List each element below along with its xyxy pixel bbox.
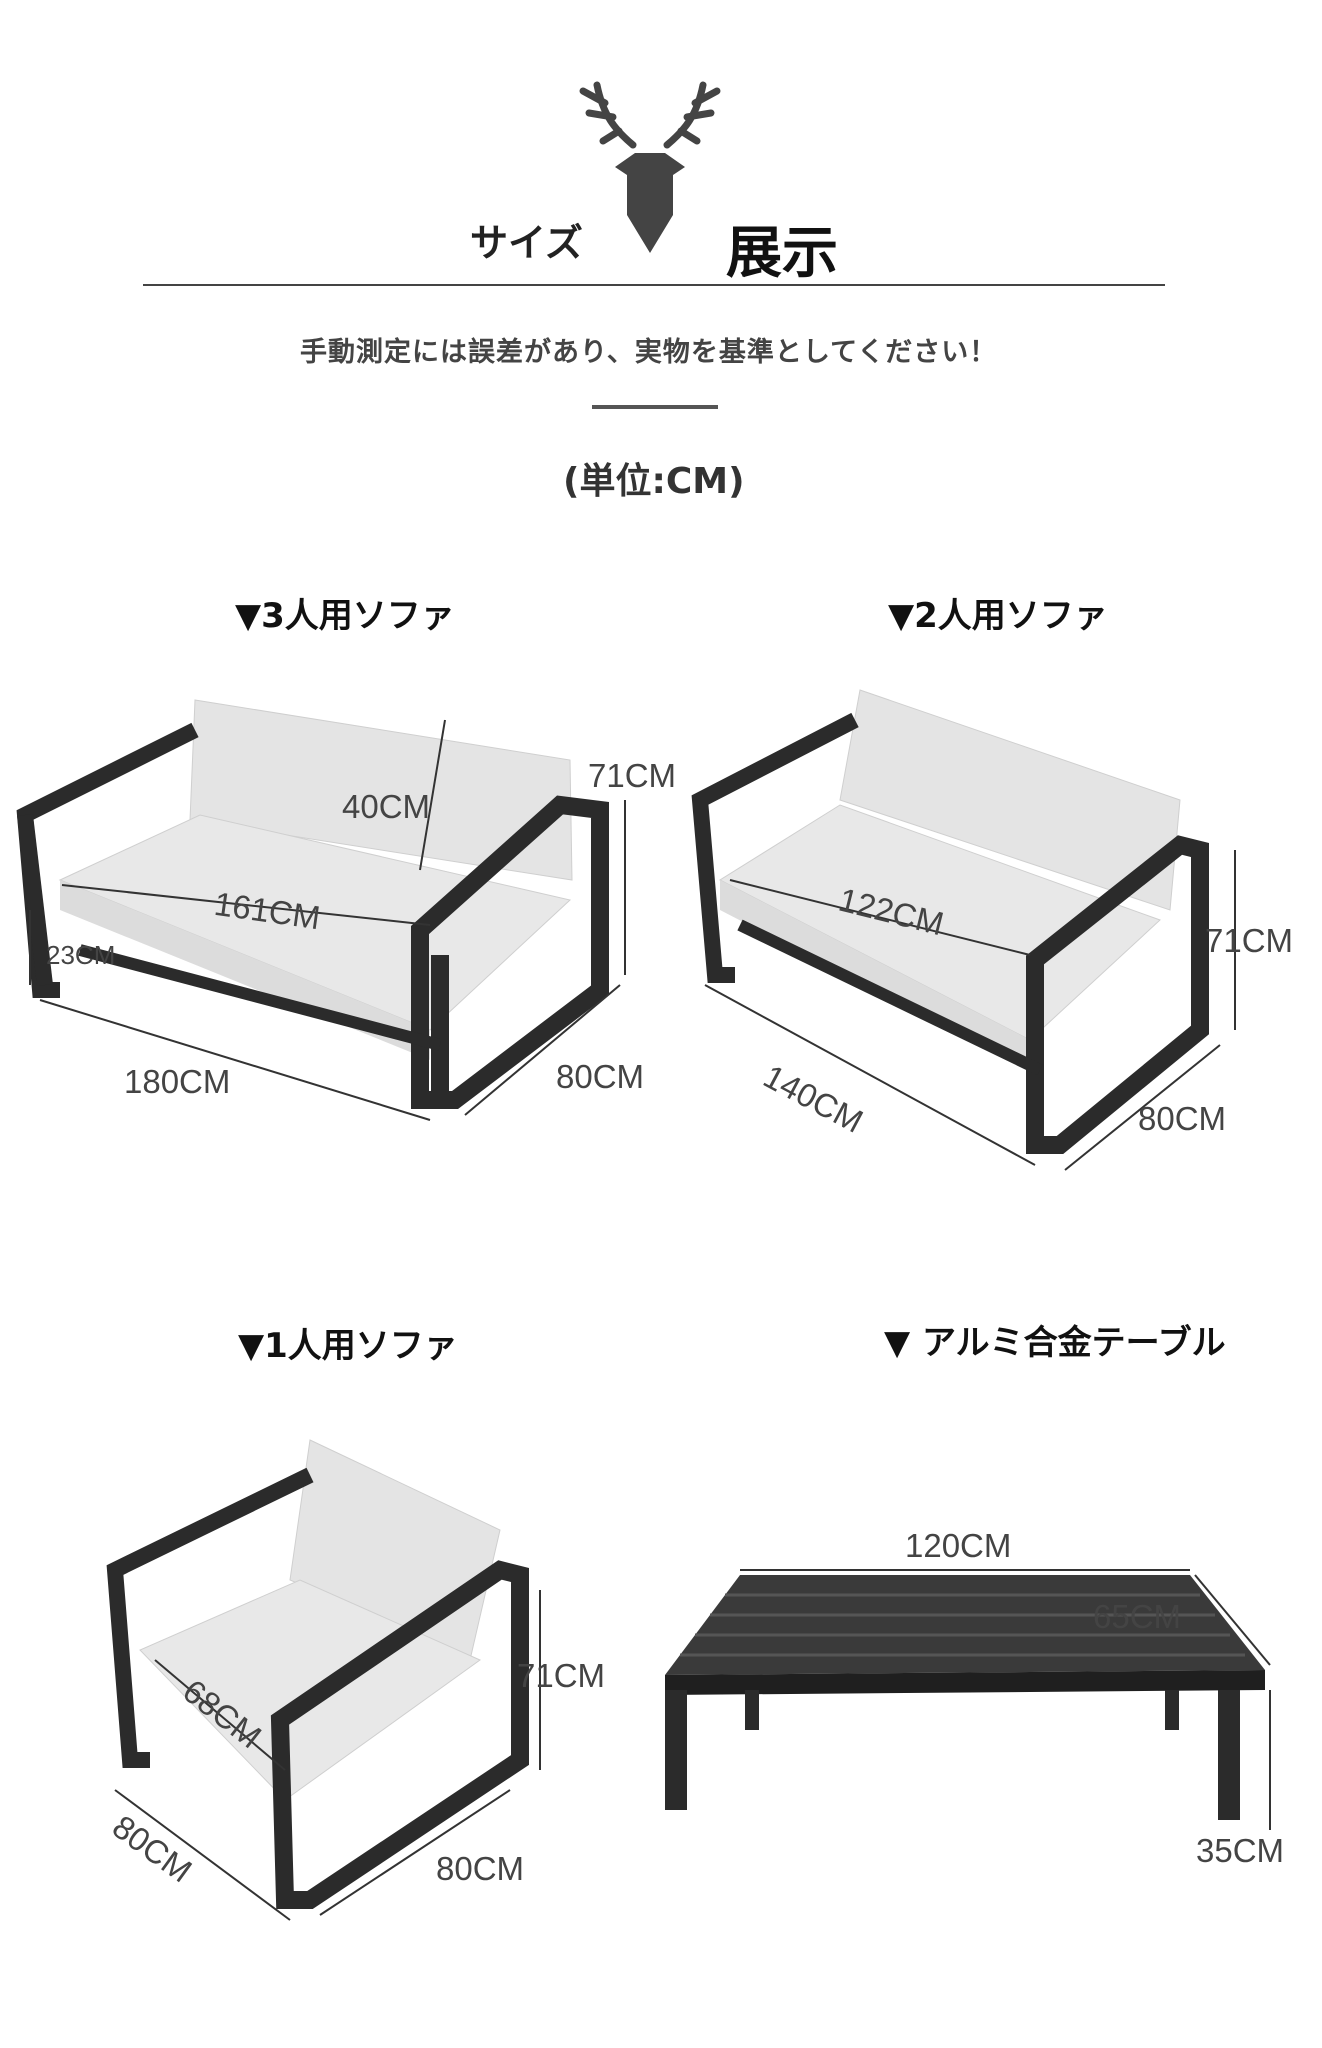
size-title-small: サイズ (470, 221, 583, 265)
table-illustration (665, 1569, 1271, 1830)
note-divider (592, 405, 718, 409)
sofa1-depth-label: 80CM (436, 1850, 525, 1887)
section-title-sofa2: ▼2人用ソファ (888, 596, 1108, 636)
sofa3-back-height-label: 40CM (342, 788, 431, 825)
sofa3-seat-height-label: 23CM (46, 940, 116, 970)
sofa2-height-label: 71CM (1205, 922, 1294, 959)
table-length-label: 120CM (905, 1527, 1012, 1564)
section-title-table: ▼ アルミ合金テーブル (884, 1323, 1226, 1363)
section-title-sofa3: ▼3人用ソファ (235, 596, 455, 636)
sofa3-height-label: 71CM (588, 757, 677, 794)
sofa3-length-label: 180CM (124, 1063, 231, 1100)
deer-head-icon (579, 81, 721, 253)
sofa1-height-label: 71CM (517, 1657, 606, 1694)
unit-label: (単位:CM) (563, 461, 745, 502)
sofa3-depth-label: 80CM (556, 1058, 645, 1095)
table-height-label: 35CM (1196, 1832, 1285, 1869)
measurement-note: 手動測定には誤差があり、実物を基準としてください！ (300, 337, 998, 368)
sofa2-depth-label: 80CM (1138, 1100, 1227, 1137)
sofa1-illustration (106, 1439, 541, 1921)
sofa3-illustration (16, 699, 626, 1121)
table-width-label: 65CM (1093, 1598, 1182, 1635)
sofa2-illustration (691, 689, 1236, 1171)
header-divider (143, 284, 1165, 286)
size-title-big: 展示 (726, 221, 838, 286)
section-title-sofa1: ▼1人用ソファ (238, 1326, 458, 1366)
